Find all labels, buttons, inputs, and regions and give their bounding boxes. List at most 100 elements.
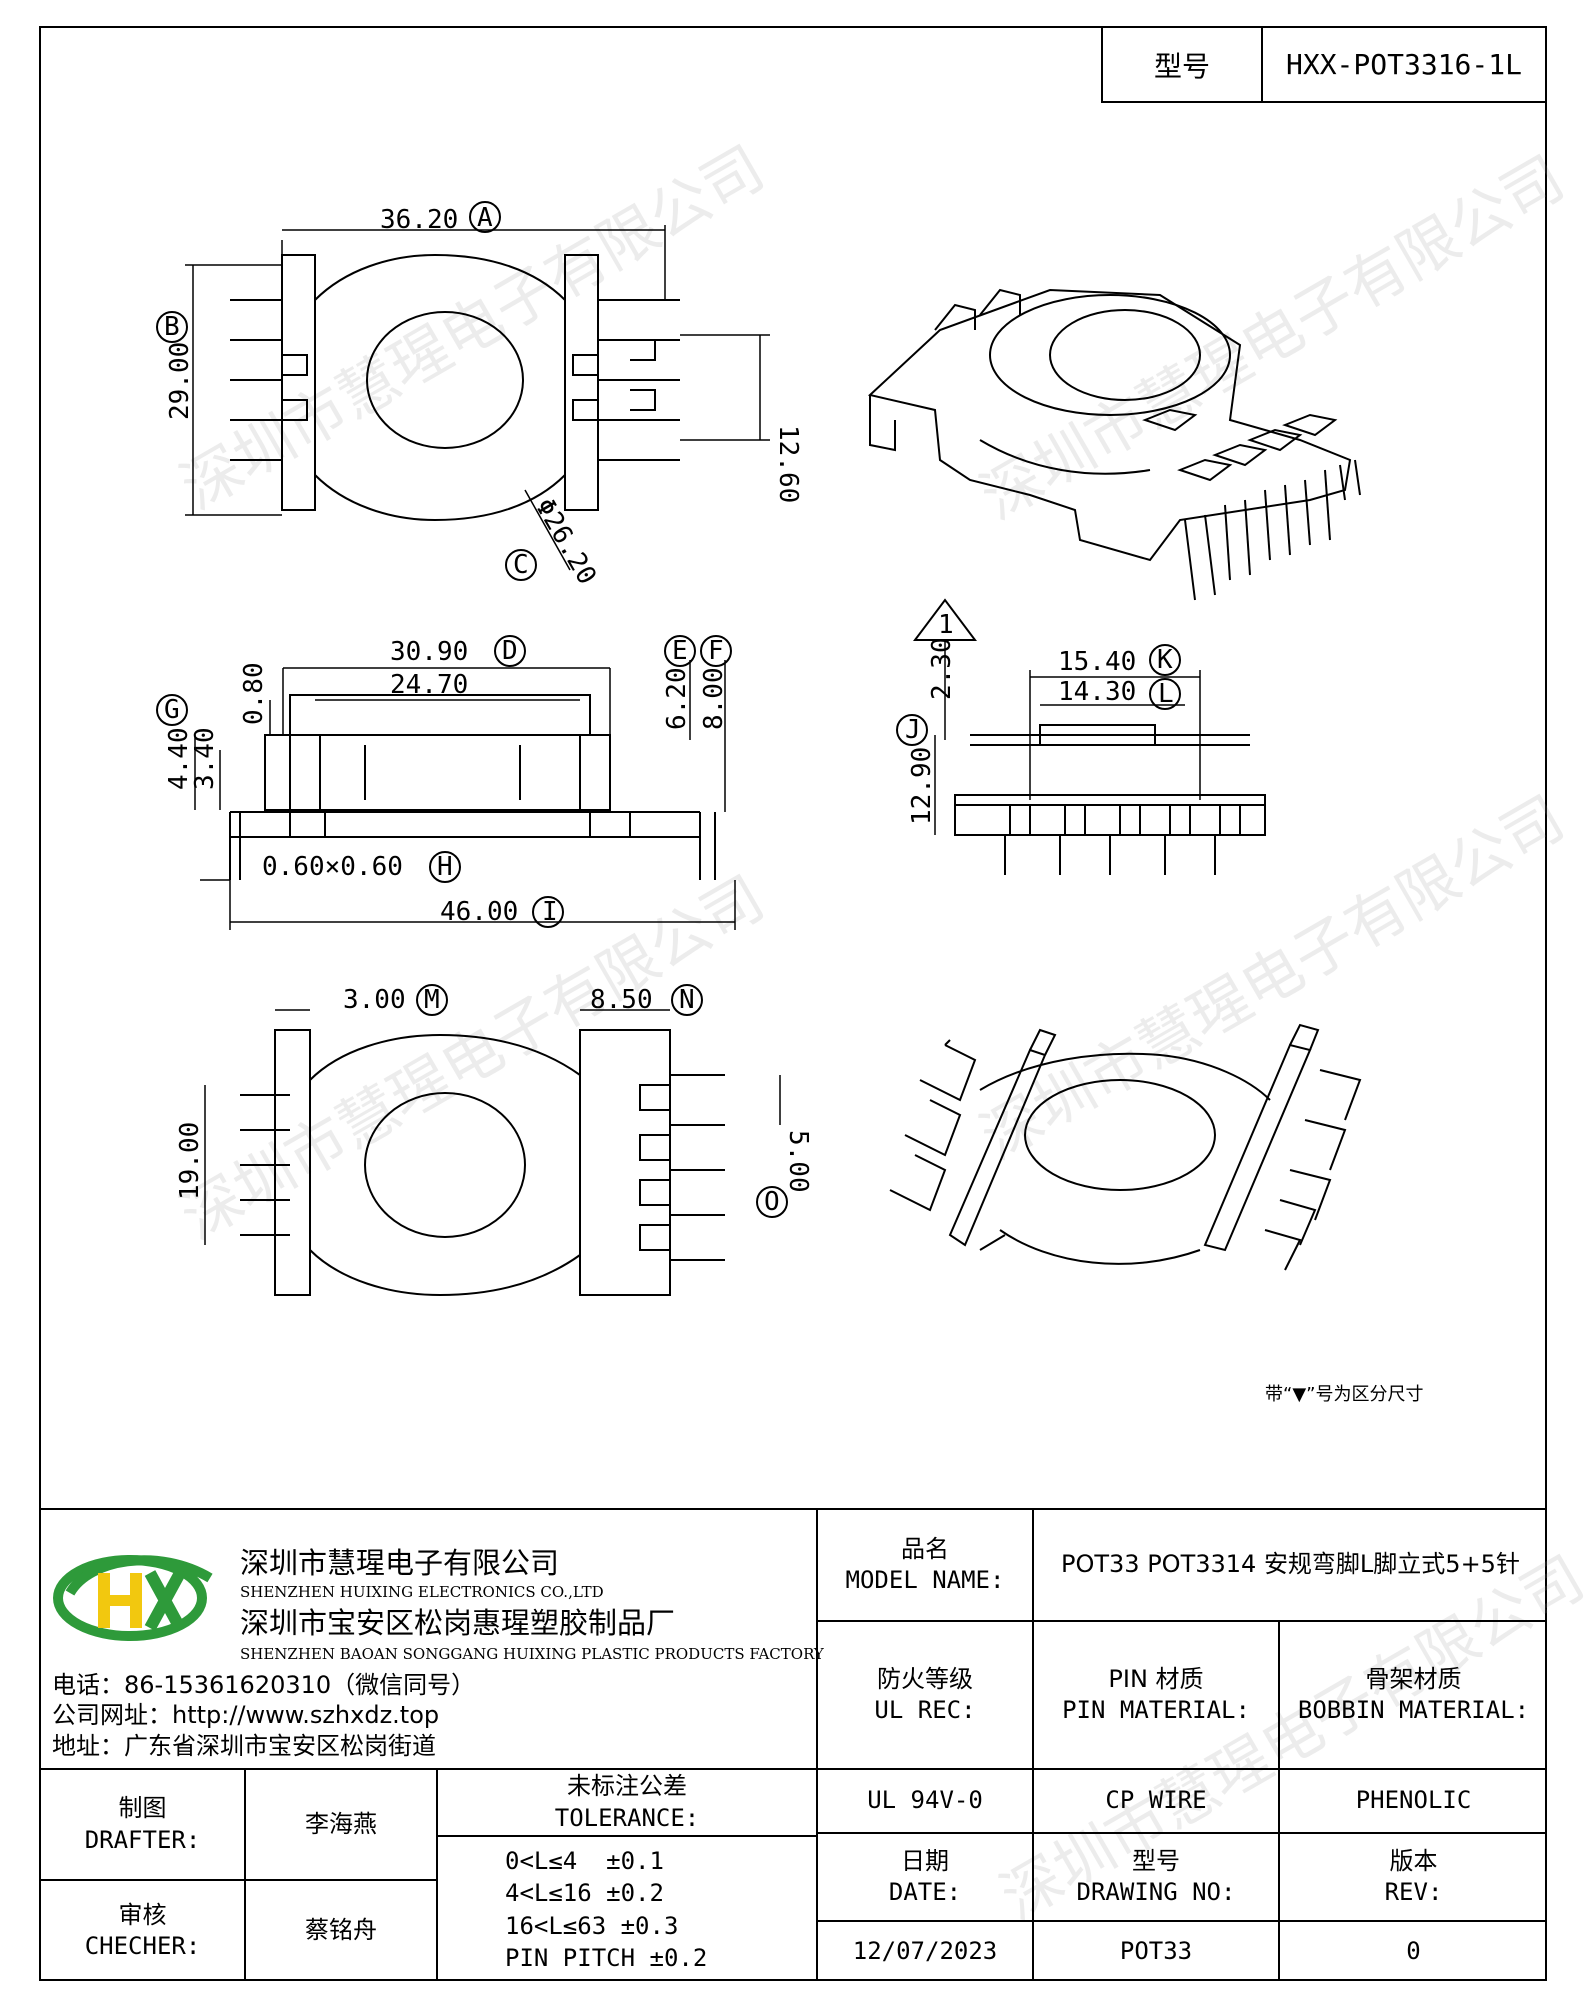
rev-value: 0 <box>1406 1936 1421 1965</box>
front-view <box>156 635 736 930</box>
drawing-no-cn: 型号 <box>1132 1846 1180 1875</box>
contact-phone: 电话：86-15361620310（微信同号） <box>52 1671 476 1699</box>
pin-material-en: PIN MATERIAL: <box>1062 1696 1250 1724</box>
date-cn: 日期 <box>901 1846 949 1875</box>
checker-name: 蔡铭舟 <box>305 1916 377 1945</box>
dim-m-value: 3.00 <box>343 985 406 1015</box>
dim-e-value: 6.20 <box>662 667 692 730</box>
factory-name-en: SHENZHEN BAOAN SONGGANG HUIXING PLASTIC … <box>240 1645 824 1663</box>
drafter-cn: 制图 <box>118 1794 167 1823</box>
side-view <box>896 598 1266 875</box>
model-number-value: HXX-POT3316-1L <box>1285 48 1522 81</box>
dim-tri-value: 2.30 <box>927 637 957 700</box>
factory-name-cn: 深圳市宝安区松岗惠瑆塑胶制品厂 <box>240 1606 676 1640</box>
date-value: 12/07/2023 <box>852 1936 998 1965</box>
drawing-no-label: 型号 DRAWING NO: <box>1034 1834 1278 1920</box>
company-name-en: SHENZHEN HUIXING ELECTRONICS CO.,LTD <box>240 1583 604 1601</box>
note-text: 带“▼”号为区分尺寸 <box>1265 1384 1424 1405</box>
rev-en: REV: <box>1384 1878 1443 1906</box>
bobbin-material-value: PHENOLIC <box>1355 1786 1472 1815</box>
model-name-cn: 品名 <box>901 1534 949 1563</box>
ul-label: 防火等级 UL REC: <box>818 1622 1032 1768</box>
dim-j-value: 12.90 <box>907 747 937 825</box>
pin-material-value: CP WIRE <box>1105 1786 1207 1815</box>
bobbin-material-cn: 骨架材质 <box>1365 1664 1462 1693</box>
dim-j-tag: J <box>905 715 921 745</box>
dim-n-tag: N <box>679 985 695 1015</box>
dim-l-tag: L <box>1158 679 1174 709</box>
rev-cn: 版本 <box>1389 1846 1438 1875</box>
dim-k-value: 15.40 <box>1058 647 1136 677</box>
dim-h-tag: H <box>437 852 453 882</box>
logo-text: HX <box>50 1538 52 1539</box>
pin-material-cn: PIN 材质 <box>1108 1664 1204 1693</box>
dim-g2-value: 3.40 <box>190 727 220 790</box>
dim-i-tag: I <box>542 897 558 927</box>
dim-19-value: 19.00 <box>175 1122 205 1200</box>
ul-label-en: UL REC: <box>874 1696 976 1724</box>
dim-a-tag: A <box>477 203 493 233</box>
checker-cn: 审核 <box>118 1900 167 1929</box>
dim-o-value: 5.00 <box>783 1130 813 1193</box>
dim-d-tag: D <box>502 636 518 666</box>
dim-m-tag: M <box>424 985 440 1015</box>
tolerance-cn: 未标注公差 <box>567 1772 687 1801</box>
dim-inner-value: 24.70 <box>390 670 468 700</box>
bobbin-material-label: 骨架材质 BOBBIN MATERIAL: <box>1280 1622 1547 1768</box>
model-name-label: 品名 MODEL NAME: <box>818 1510 1032 1620</box>
drafter-label: 制图 DRAFTER: <box>41 1770 244 1879</box>
dim-g-tag: G <box>164 695 180 725</box>
isometric-view-2 <box>889 1023 1362 1271</box>
dim-k-tag: K <box>1157 645 1173 675</box>
bobbin-material-en: BOBBIN MATERIAL: <box>1297 1696 1530 1724</box>
tolerance-row: 16<L≤63 ±0.3 <box>505 1911 679 1940</box>
dim-h-value: 0.60×0.60 <box>262 852 403 882</box>
pin-material-label: PIN 材质 PIN MATERIAL: <box>1034 1622 1278 1768</box>
dim-f-value: 8.00 <box>699 667 729 730</box>
dim-flange-value: 0.80 <box>239 662 269 725</box>
model-name-value: POT33 POT3314 安规弯脚L脚立式5+5针 <box>1061 1550 1520 1579</box>
checker-en: CHECHER: <box>84 1932 201 1960</box>
tolerance-row: 4<L≤16 ±0.2 <box>505 1879 664 1908</box>
model-number-box: 型号 HXX-POT3316-1L <box>1101 26 1547 103</box>
tri-mark: 1 <box>938 610 954 640</box>
dim-c-tag: C <box>513 550 529 580</box>
drawing-no-en: DRAWING NO: <box>1076 1878 1236 1906</box>
dim-n-value: 8.50 <box>590 985 653 1015</box>
tolerance-row: 0<L≤4 ±0.1 <box>505 1847 664 1875</box>
dim-i-value: 46.00 <box>440 897 518 927</box>
tolerance-en: TOLERANCE: <box>554 1803 700 1832</box>
dim-f-tag: F <box>708 636 724 666</box>
dim-side-height: 12.60 <box>773 425 803 503</box>
tolerance-row: PIN PITCH ±0.2 <box>505 1944 708 1973</box>
dim-b-value: 29.00 <box>165 342 195 420</box>
dim-g-value: 4.40 <box>164 727 194 790</box>
tolerance-label: 未标注公差 TOLERANCE: <box>438 1770 816 1835</box>
technical-drawing: 36.20 A B 29.00 12.60 Φ26.20 C <box>156 201 1424 1405</box>
model-number-label: 型号 <box>1103 28 1263 101</box>
drawing-sheet <box>39 26 1547 1981</box>
dim-a-value: 36.20 <box>380 205 458 235</box>
contact-website: 公司网址：http://www.szhxdz.top <box>52 1701 440 1729</box>
dim-b-tag: B <box>164 312 180 342</box>
contact-address: 地址：广东省深圳市宝安区松岗街道 <box>52 1732 436 1760</box>
ul-value: UL 94V-0 <box>867 1786 983 1815</box>
bottom-view <box>204 984 788 1297</box>
ul-label-cn: 防火等级 <box>877 1664 973 1693</box>
drafter-name: 李海燕 <box>305 1809 377 1838</box>
company-name-cn: 深圳市慧瑆电子有限公司 <box>240 1546 560 1580</box>
checker-label: 审核 CHECHER: <box>41 1881 244 1981</box>
dim-d-value: 30.90 <box>390 637 468 667</box>
company-logo-icon: HX <box>50 1538 213 1641</box>
model-name-en: MODEL NAME: <box>845 1566 1005 1594</box>
date-en: DATE: <box>888 1878 962 1906</box>
date-label: 日期 DATE: <box>818 1834 1032 1920</box>
drafter-en: DRAFTER: <box>84 1825 201 1854</box>
drawing-no-value: POT33 <box>1119 1936 1193 1965</box>
top-view <box>156 201 770 581</box>
rev-label: 版本 REV: <box>1280 1834 1547 1920</box>
dim-l-value: 14.30 <box>1058 677 1136 707</box>
dim-o-tag: O <box>764 1187 780 1217</box>
isometric-view-1 <box>867 288 1361 601</box>
